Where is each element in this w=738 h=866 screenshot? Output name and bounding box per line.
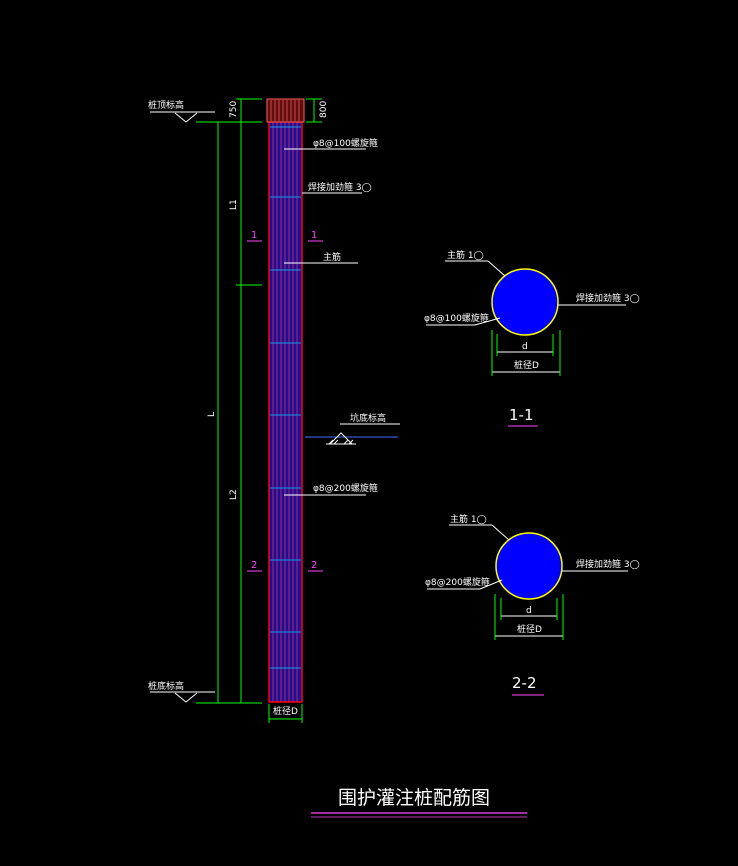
section-2-spiral: φ8@200螺旋箍 bbox=[425, 576, 490, 588]
section-1-spiral: φ8@100螺旋箍 bbox=[424, 312, 489, 324]
section-1-1: 主筋 1◯ 焊接加劲箍 3◯ φ8@100螺旋箍 d 桩径D 1-1 bbox=[424, 249, 640, 427]
main-bars bbox=[272, 122, 298, 702]
section-1-outer-dia: 桩径D bbox=[514, 359, 539, 371]
section-mark-2-right: 2 bbox=[311, 560, 317, 571]
stirrups bbox=[270, 126, 301, 669]
ground-marker bbox=[305, 423, 400, 445]
section-1-main-bar: 主筋 1◯ bbox=[447, 249, 484, 261]
section-mark-2-left: 2 bbox=[251, 560, 257, 571]
callout-stiffener: 焊接加劲箍 3◯ bbox=[308, 181, 372, 193]
bottom-elevation-label: 桩底标高 bbox=[148, 680, 184, 692]
callout-spiral-bottom: φ8@200螺旋箍 bbox=[313, 482, 378, 494]
section-1-circle bbox=[491, 268, 559, 336]
callout-spiral-top: φ8@100螺旋箍 bbox=[313, 137, 378, 149]
pile-head-hatch bbox=[270, 100, 300, 121]
callout-main-bar: 主筋 bbox=[323, 251, 341, 263]
section-2-main-bar: 主筋 1◯ bbox=[450, 513, 487, 525]
dim-top-a: 750 bbox=[229, 101, 239, 118]
dim-L1: L1 bbox=[229, 199, 239, 210]
section-2-circle bbox=[495, 532, 563, 600]
dim-L: L bbox=[207, 412, 217, 417]
elevation-leaders bbox=[284, 148, 366, 496]
section-1-title: 1-1 bbox=[509, 406, 534, 424]
section-mark-1-left: 1 bbox=[251, 230, 257, 241]
dim-L2: L2 bbox=[229, 489, 239, 500]
dim-pile-dia-elevation: 桩径D bbox=[273, 705, 298, 717]
drawing-title: 围护灌注桩配筋图 bbox=[338, 787, 490, 809]
dim-top-b: 800 bbox=[319, 101, 329, 118]
bottom-elevation-marker bbox=[150, 691, 215, 703]
section-2-title: 2-2 bbox=[512, 674, 537, 692]
dimension-lines bbox=[196, 98, 322, 723]
section-1-inner-dia: d bbox=[522, 342, 528, 352]
section-1-stiffener: 焊接加劲箍 3◯ bbox=[576, 292, 640, 304]
section-2-outer-dia: 桩径D bbox=[517, 623, 542, 635]
pile-elevation bbox=[266, 98, 305, 703]
ground-elevation-label: 坑底标高 bbox=[350, 412, 386, 424]
section-2-stiffener: 焊接加劲箍 3◯ bbox=[576, 558, 640, 570]
section-2-2: 主筋 1◯ 焊接加劲箍 3◯ φ8@200螺旋箍 d 桩径D 2-2 bbox=[425, 513, 640, 696]
pile-body bbox=[268, 121, 303, 703]
top-elevation-label: 桩顶标高 bbox=[148, 99, 184, 111]
pile-head bbox=[266, 98, 305, 123]
section-cut-lines bbox=[247, 240, 323, 572]
top-elevation-marker bbox=[150, 111, 215, 123]
section-2-inner-dia: d bbox=[526, 606, 532, 616]
section-mark-1-right: 1 bbox=[311, 230, 317, 241]
